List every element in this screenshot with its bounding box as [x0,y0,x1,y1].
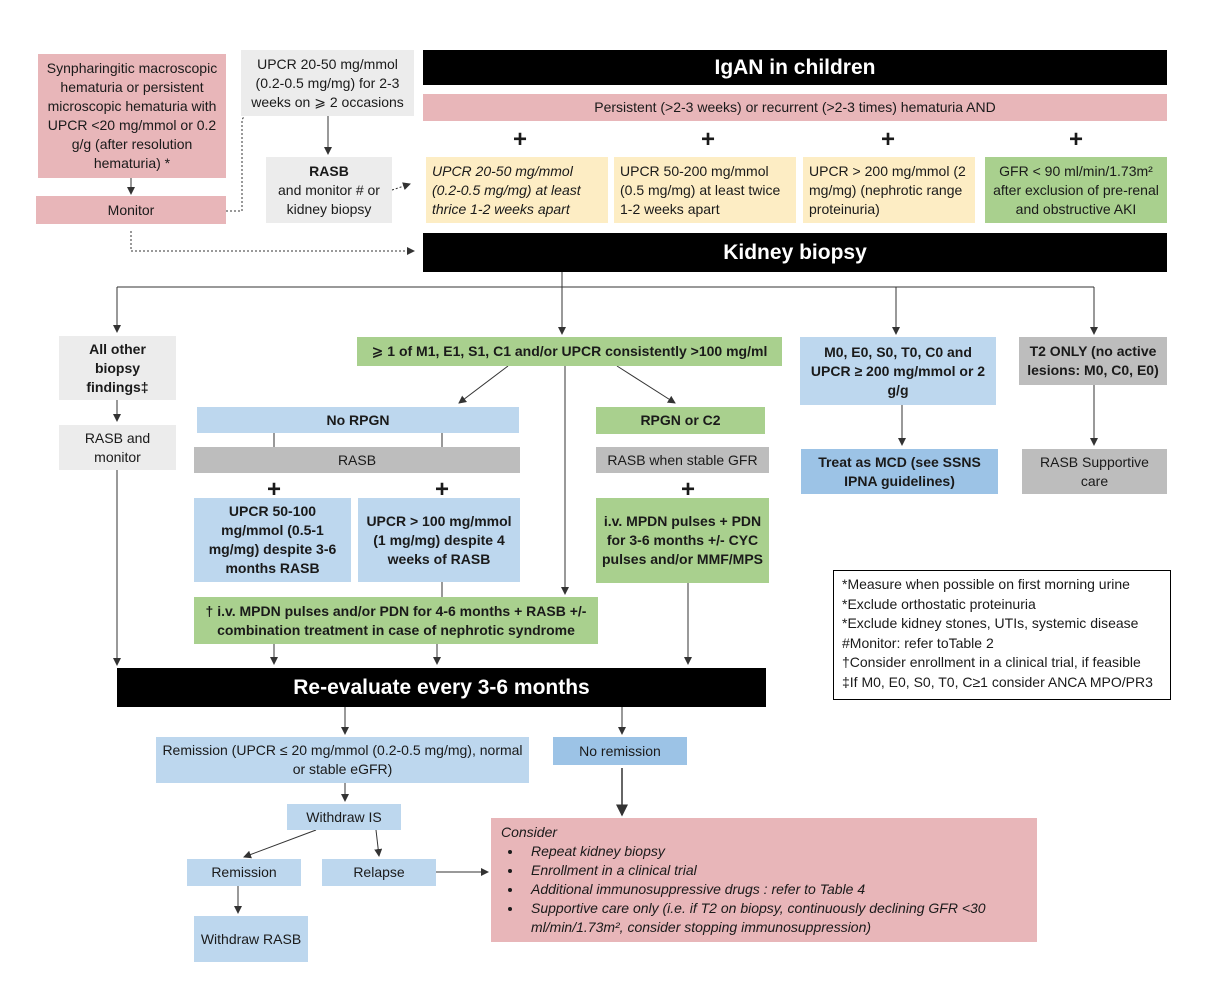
consider-item-4: Supportive care only (i.e. if T2 on biop… [523,899,1027,937]
reevaluate-bar: Re-evaluate every 3-6 months [117,668,766,707]
plus-sign-5: + [266,476,281,503]
withdraw-rasb-box: Withdraw RASB [194,916,308,962]
synpharingitic-hematuria-box: Synpharingitic macroscopic hematuria or … [38,54,226,178]
rasb-title: RASB [309,162,349,179]
rasb-stable-label: RASB when stable GFR [607,451,758,468]
rasb-stable-box: RASB when stable GFR [596,447,769,473]
upcr-20-50-box: UPCR 20-50 mg/mmol (0.2-0.5 mg/mg) for 2… [241,50,414,116]
no-rpgn-box: No RPGN [197,407,519,433]
rasb-monitor-box: RASB and monitor # or kidney biopsy [266,157,392,223]
page-title: IgAN in children [714,56,876,79]
indication-text-1: UPCR 20-50 mg/mmol (0.2-0.5 mg/mg) at le… [432,162,581,217]
m1-criteria-box: ⩾ 1 of M1, E1, S1, C1 and/or UPCR consis… [357,337,782,366]
plus-sign-1: + [512,126,527,153]
indication-text-2: UPCR 50-200 mg/mmol (0.5 mg/mg) at least… [620,162,781,217]
remission-box: Remission (UPCR ≤ 20 mg/mmol (0.2-0.5 mg… [156,737,529,783]
withdraw-is-box: Withdraw IS [287,804,401,830]
kidney-biopsy-bar: Kidney biopsy [423,233,1167,272]
indication-gfr: GFR < 90 ml/min/1.73m² after exclusion o… [985,157,1167,223]
remission2-label: Remission [211,864,277,880]
plus-sign-6: + [434,476,449,503]
rpgn-label: RPGN or C2 [640,412,721,428]
reevaluate-label: Re-evaluate every 3-6 months [293,676,590,699]
footnote-1: *Measure when possible on first morning … [842,576,1130,592]
no-rpgn-label: No RPGN [326,411,390,428]
footnote-6: ‡If M0, E0, S0, T0, C≥1 consider ANCA MP… [842,673,1153,690]
mpdn-treatment-box: † i.v. MPDN pulses and/or PDN for 4-6 mo… [194,597,598,644]
iv-mpdn-text: i.v. MPDN pulses + PDN for 3-6 months +/… [602,513,764,567]
synpharingitic-text: Synpharingitic macroscopic hematuria or … [46,60,218,171]
remission2-box: Remission [187,859,301,886]
indication-text-3: UPCR > 200 mg/mmol (2 mg/mg) (nephrotic … [809,162,966,217]
t2-care-box: RASB Supportive care [1022,449,1167,494]
plus-sign-7: + [680,476,695,503]
t2-only-box: T2 ONLY (no active lesions: M0, C0, E0) [1019,337,1167,385]
treat-mcd-text: Treat as MCD (see SSNS IPNA guidelines) [818,453,981,489]
consider-list: Repeat kidney biopsy Enrollment in a cli… [501,842,1027,937]
consider-box: Consider Repeat kidney biopsy Enrollment… [491,818,1037,942]
consider-item-3: Additional immunosuppressive drugs : ref… [523,880,1027,899]
withdraw-rasb-text: Withdraw RASB [200,930,302,947]
rasb-label: RASB [337,451,377,468]
relapse-label: Relapse [353,864,405,880]
other-findings-text: All other biopsy findings‡ [86,340,149,395]
rasb-bar: RASB [194,447,520,473]
other-rasb-box: RASB and monitor [59,425,176,470]
treat-mcd-box: Treat as MCD (see SSNS IPNA guidelines) [801,449,998,494]
upcr-20-50-text: UPCR 20-50 mg/mmol (0.2-0.5 mg/mg) for 2… [251,55,404,110]
upcr-50-100-text: UPCR 50-100 mg/mmol (0.5-1 mg/mg) despit… [208,503,337,576]
igan-title-bar: IgAN in children [423,50,1167,85]
m1-criteria-text: ⩾ 1 of M1, E1, S1, C1 and/or UPCR consis… [371,343,768,359]
consider-item-1: Repeat kidney biopsy [523,842,1027,861]
indication-upcr-200: UPCR > 200 mg/mmol (2 mg/mg) (nephrotic … [803,157,975,223]
indication-text-4: GFR < 90 ml/min/1.73m² after exclusion o… [993,162,1159,217]
monitor-box: Monitor [36,196,226,224]
withdraw-is-label: Withdraw IS [306,808,382,825]
footnote-3: *Exclude kidney stones, UTIs, systemic d… [842,615,1139,631]
m0-text: M0, E0, S0, T0, C0 and UPCR ≥ 200 mg/mmo… [810,343,986,398]
other-rasb-text: RASB and monitor [84,429,151,465]
other-findings-box: All other biopsy findings‡ [59,336,176,400]
kidney-biopsy-label: Kidney biopsy [723,241,867,264]
hematuria-criteria-text: Persistent (>2-3 weeks) or recurrent (>2… [594,99,996,115]
footnote-5: †Consider enrollment in a clinical trial… [842,654,1141,670]
rasb-monitor-text: and monitor # or kidney biopsy [278,181,380,217]
consider-item-2: Enrollment in a clinical trial [523,861,1027,880]
indication-upcr-20-50: UPCR 20-50 mg/mmol (0.2-0.5 mg/mg) at le… [426,157,608,223]
consider-title: Consider [501,824,558,840]
upcr-100-box: UPCR > 100 mg/mmol (1 mg/mg) despite 4 w… [358,498,520,582]
m0-box: M0, E0, S0, T0, C0 and UPCR ≥ 200 mg/mmo… [800,337,996,405]
relapse-box: Relapse [322,859,436,886]
hematuria-criteria-bar: Persistent (>2-3 weeks) or recurrent (>2… [423,94,1167,121]
footnotes-box: *Measure when possible on first morning … [833,570,1171,700]
no-remission-box: No remission [553,737,687,765]
upcr-100-text: UPCR > 100 mg/mmol (1 mg/mg) despite 4 w… [366,512,512,567]
t2-only-text: T2 ONLY (no active lesions: M0, C0, E0) [1027,343,1159,378]
plus-sign-4: + [1068,126,1083,153]
remission-text: Remission (UPCR ≤ 20 mg/mmol (0.2-0.5 mg… [162,742,523,777]
footnote-4: #Monitor: refer toTable 2 [842,634,994,651]
upcr-50-100-box: UPCR 50-100 mg/mmol (0.5-1 mg/mg) despit… [194,498,351,582]
no-remission-label: No remission [579,742,661,759]
plus-sign-3: + [880,126,895,153]
plus-sign-2: + [700,126,715,153]
monitor-label: Monitor [107,201,155,218]
iv-mpdn-box: i.v. MPDN pulses + PDN for 3-6 months +/… [596,498,769,583]
footnote-2: *Exclude orthostatic proteinuria [842,595,1036,612]
rpgn-box: RPGN or C2 [596,407,765,434]
indication-upcr-50-200: UPCR 50-200 mg/mmol (0.5 mg/mg) at least… [614,157,796,223]
t2-care-text: RASB Supportive care [1040,453,1149,489]
mpdn-treatment-text: † i.v. MPDN pulses and/or PDN for 4-6 mo… [205,602,587,638]
